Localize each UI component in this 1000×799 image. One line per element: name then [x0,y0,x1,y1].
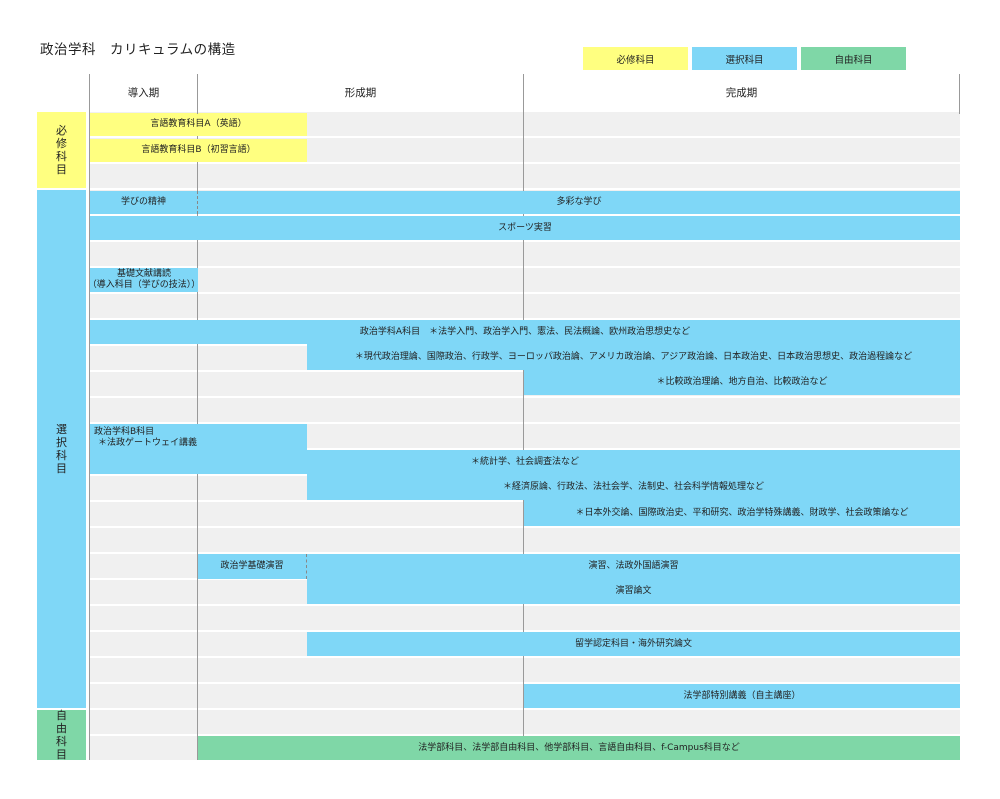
bar-pol-a: 政治学科A科目 ＊法学入門、政治学入門、憲法、民法概論、欧州政治思想史など [90,320,960,344]
legend-free: 自由科目 [801,47,906,70]
grid-row [90,242,960,266]
divider-intro-head [197,74,198,114]
grid-row [90,710,960,734]
category-elective-label: 選択科目 [56,423,67,475]
bar-pol-b-line2: ＊法政ゲートウェイ講義 [98,438,198,448]
bar-pol-b2: ＊統計学、社会調査法など [90,450,960,474]
grid-row [90,658,960,682]
grid-row [90,606,960,630]
bar-pol-b: 政治学科B科目 ＊法政ゲートウェイ講義 [90,424,307,450]
category-free: 自由科目 [37,709,86,761]
category-required: 必修科目 [37,112,86,188]
category-free-label: 自由科目 [56,709,67,761]
grid-row [90,528,960,552]
bar-pol-b4: ＊日本外交論、国際政治史、平和研究、政治学特殊講義、財政学、社会政策論など [524,500,960,526]
bar-seminar: 演習、法政外国語演習 [307,554,960,579]
legend-elective: 選択科目 [692,47,797,70]
divider-formation-head [523,74,524,114]
grid-row [90,268,960,292]
divider-left [89,74,90,760]
bar-thesis: 演習論文 [307,579,960,604]
bar-lang-a: 言語教育科目A（英語） [90,113,307,136]
bar-sports: スポーツ実習 [90,216,960,240]
bar-seminar-basic: 政治学基礎演習 [198,554,307,579]
grid-column-divider [523,112,524,760]
bar-kiso-line2: （導入科目（学びの技法）） [87,280,201,290]
category-elective: 選択科目 [37,190,86,708]
bar-pol-b3: ＊経済原論、行政法、法社会学、法制史、社会科学情報処理など [307,474,960,500]
bar-lang-b: 言語教育科目B（初習言語） [90,139,307,162]
bar-free-courses: 法学部科目、法学部自由科目、他学部科目、言語自由科目、f-Campus科目など [198,736,960,760]
bar-manabi: 学びの精神 [90,191,198,214]
grid-row [90,398,960,422]
bar-kiso: 基礎文献講読 （導入科目（学びの技法）） [87,268,201,292]
bar-pol-b-line1: 政治学科B科目 [94,427,155,437]
category-required-label: 必修科目 [56,124,67,176]
grid-row [90,164,960,188]
phase-formation: 形成期 [344,87,377,99]
bar-pol-a2: ＊現代政治理論、国際政治、行政学、ヨーロッパ政治論、アメリカ政治論、アジア政治論… [307,344,960,370]
phase-intro: 導入期 [127,87,160,99]
bar-pol-a3: ＊比較政治理論、地方自治、比較政治など [524,370,960,395]
bar-tasai: 多彩な学び [198,191,960,214]
phase-completion: 完成期 [725,87,758,99]
bar-abroad: 留学認定科目・海外研究論文 [307,632,960,656]
bar-special: 法学部特別講義（自主講座） [524,684,960,708]
divider-right-head [959,74,960,114]
legend-required: 必修科目 [583,47,688,70]
grid-row [90,294,960,318]
page-title: 政治学科 カリキュラムの構造 [40,42,236,58]
bar-kiso-line1: 基礎文献講読 [116,269,171,279]
